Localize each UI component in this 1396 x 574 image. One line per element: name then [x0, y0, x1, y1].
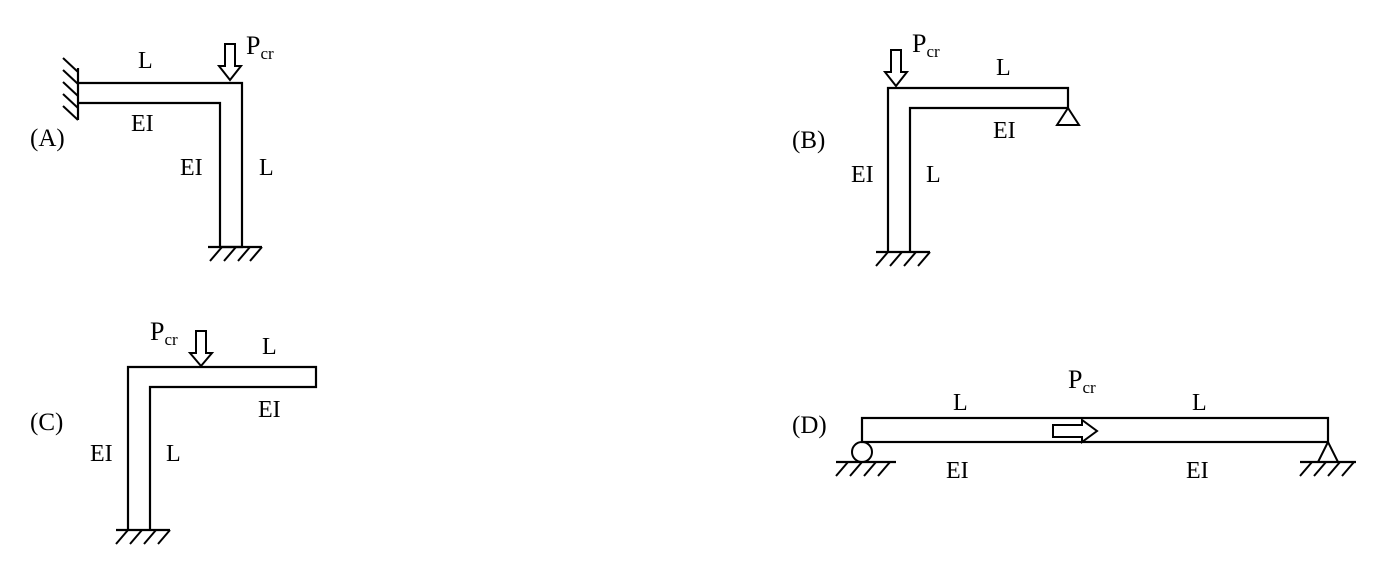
beam-length-b: L [996, 55, 1011, 81]
panel-label-c: (C) [30, 409, 63, 436]
left-length-d: L [953, 390, 968, 416]
fixed-ground-support-a [208, 245, 263, 262]
panel-label-a: (A) [30, 125, 65, 152]
load-label-a: Pcr [246, 31, 274, 63]
beam-length-c: L [262, 334, 277, 360]
column-stiffness-a: EI [180, 155, 203, 181]
load-arrow-a [216, 43, 244, 82]
panel-b: Pcr L EI EI L (B) [792, 29, 1081, 267]
column-stiffness-c: EI [90, 441, 113, 467]
right-stiffness-d: EI [1186, 458, 1209, 484]
beam-stiffness-b: EI [993, 118, 1016, 144]
load-label-c: Pcr [150, 317, 178, 349]
fixed-wall-support-a [62, 57, 80, 121]
right-length-d: L [1192, 390, 1207, 416]
frame-member-b [886, 86, 1070, 252]
load-label-b: Pcr [912, 29, 940, 61]
load-arrow-d [1052, 418, 1099, 444]
panel-a: Pcr L EI EI L (A) [30, 31, 274, 262]
pin-support-b [1055, 106, 1081, 126]
beam-member-d [860, 416, 1330, 444]
load-label-d: Pcr [1068, 365, 1096, 397]
column-length-b: L [926, 162, 941, 188]
fixed-ground-support-c [115, 528, 171, 545]
roller-support-d [835, 441, 896, 477]
frame-member-a [78, 81, 244, 249]
pin-support-d [1299, 439, 1356, 477]
panel-label-b: (B) [792, 127, 825, 154]
column-length-c: L [166, 441, 181, 467]
frame-member-c [126, 365, 318, 530]
load-arrow-b [882, 49, 910, 88]
left-stiffness-d: EI [946, 458, 969, 484]
beam-stiffness-c: EI [258, 397, 281, 423]
beam-stiffness-a: EI [131, 111, 154, 137]
panel-d: Pcr L L EI EI (D) [792, 365, 1356, 484]
fixed-ground-support-b [875, 250, 931, 267]
beam-length-a: L [138, 48, 153, 74]
column-stiffness-b: EI [851, 162, 874, 188]
load-arrow-c [187, 330, 215, 368]
panel-label-d: (D) [792, 412, 827, 439]
column-length-a: L [259, 155, 274, 181]
panel-c: Pcr L EI EI L (C) [30, 317, 318, 545]
